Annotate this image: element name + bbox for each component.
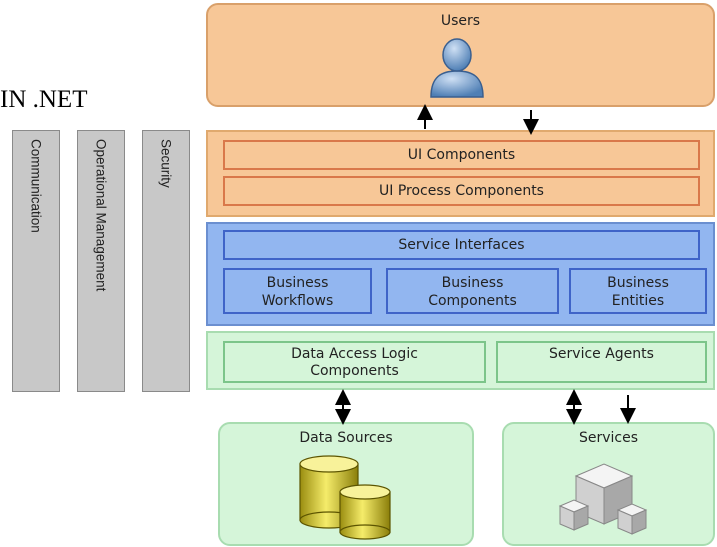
security-label: Security bbox=[158, 139, 174, 188]
services-label: Services bbox=[578, 430, 639, 446]
presentation-layer: UI Components UI Process Components bbox=[206, 130, 715, 217]
service-interfaces-box: Service Interfaces bbox=[223, 230, 700, 260]
user-icon bbox=[430, 38, 484, 98]
business-layer: Service Interfaces Business Workflows Bu… bbox=[206, 222, 715, 326]
users-label: Users bbox=[440, 13, 481, 29]
business-entities-line2: Entities bbox=[611, 293, 665, 309]
communication-label: Communication bbox=[28, 139, 44, 233]
business-workflows-line1: Business bbox=[266, 275, 329, 291]
cubes-icon bbox=[558, 463, 648, 535]
ui-process-components-box: UI Process Components bbox=[223, 176, 700, 206]
data-layer: Data Access Logic Components Service Age… bbox=[206, 331, 715, 390]
business-workflows-line2: Workflows bbox=[261, 293, 334, 309]
business-entities-line1: Business bbox=[607, 275, 669, 291]
service-interfaces-label: Service Interfaces bbox=[398, 237, 525, 253]
business-components-line2: Components bbox=[428, 293, 517, 309]
data-access-logic-box: Data Access Logic Components bbox=[223, 341, 486, 383]
ui-components-label: UI Components bbox=[407, 147, 516, 163]
page-heading: IN .NET bbox=[0, 86, 88, 113]
business-workflows-box: Business Workflows bbox=[223, 268, 372, 314]
communication-bar: Communication bbox=[12, 130, 60, 392]
database-icon bbox=[299, 455, 391, 540]
data-access-logic-line2: Components bbox=[310, 363, 399, 379]
ui-components-box: UI Components bbox=[223, 140, 700, 170]
business-components-box: Business Components bbox=[386, 268, 559, 314]
business-components-line1: Business bbox=[441, 275, 504, 291]
data-sources-box: Data Sources bbox=[218, 422, 474, 546]
service-agents-box: Service Agents bbox=[496, 341, 707, 383]
users-box: Users bbox=[206, 3, 715, 107]
operational-management-bar: Operational Management bbox=[77, 130, 125, 392]
service-agents-label: Service Agents bbox=[549, 346, 654, 362]
security-bar: Security bbox=[142, 130, 190, 392]
data-sources-label: Data Sources bbox=[299, 430, 393, 446]
business-entities-box: Business Entities bbox=[569, 268, 707, 314]
ui-process-components-label: UI Process Components bbox=[379, 183, 544, 199]
operational-management-label: Operational Management bbox=[93, 139, 109, 292]
services-box: Services bbox=[502, 422, 715, 546]
data-access-logic-line1: Data Access Logic bbox=[291, 346, 418, 362]
